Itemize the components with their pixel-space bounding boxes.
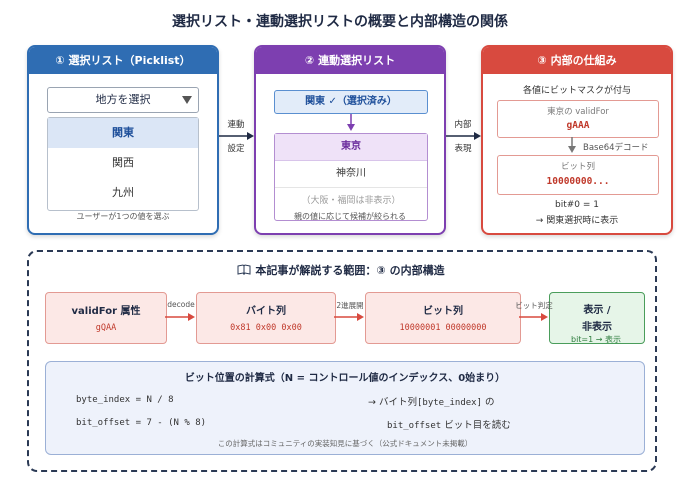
formula-note-2-code: bit_offset <box>387 421 442 431</box>
flow-validfor-box: validFor 属性 gQAA <box>45 292 167 344</box>
scope-title-text: 本記事が解説する範囲：③ の内部構造 <box>255 264 445 277</box>
connector-arrow-2 <box>446 132 481 140</box>
formula-note-1-prefix: → バイト列 <box>368 397 417 408</box>
region-select[interactable]: 地方を選択 <box>47 87 199 113</box>
picklist-panel-header: ① 選択リスト（Picklist） <box>29 47 217 74</box>
flow-display-title-2: 非表示 <box>582 322 612 333</box>
region-select-label: 地方を選択 <box>95 93 151 106</box>
flow-validfor-value: gQAA <box>95 323 117 333</box>
formula-note-1: → バイト列[byte_index] の <box>368 394 495 408</box>
flow-arrow-1 <box>165 313 195 321</box>
flow-arrow-2 <box>334 313 364 321</box>
bitmask-intro: 各値にビットマスクが付与 <box>522 86 631 96</box>
formula-byte-index: byte_index = N / 8 <box>76 395 174 405</box>
child-option-kanagawa[interactable]: 神奈川 <box>275 161 427 188</box>
flow-label-decode: decode <box>167 300 195 309</box>
down-arrow-icon <box>347 114 355 131</box>
child-hidden-note: （大阪・福岡は非表示） <box>301 196 401 206</box>
dependent-picklist-panel: ② 連動選択リスト 関東 ✓（選択済み） 東京 神奈川 （大阪・福岡は非表示） … <box>254 45 446 235</box>
flow-label-bitcheck: ビット判定 <box>515 301 553 310</box>
chevron-down-icon <box>182 96 192 104</box>
connector-label-2a: 内部 <box>454 120 472 130</box>
picklist-caption: ユーザーが1つの値を選ぶ <box>76 212 170 221</box>
flow-display-title-1: 表示 / <box>583 305 611 316</box>
picklist-option-kyushu[interactable]: 九州 <box>112 186 134 199</box>
flow-display-box: 表示 / 非表示 <box>549 292 645 344</box>
scope-title: 本記事が解説する範囲：③ の内部構造 <box>27 262 655 278</box>
page-title: 選択リスト・連動選択リストの概要と内部構造の関係 <box>172 14 508 30</box>
formula-box: ビット位置の計算式（N = コントロール値のインデックス、0始まり） byte_… <box>45 361 645 455</box>
bit-result-line1: bit#0 = 1 <box>555 200 599 210</box>
validfor-value: gAAA <box>566 120 590 131</box>
flow-bytes-box: バイト列 0x81 0x00 0x00 <box>196 292 336 344</box>
picklist-options: 関東 関西 九州 <box>47 117 199 211</box>
scope-section <box>27 250 657 472</box>
decode-label: Base64デコード <box>583 143 649 153</box>
connector-arrow-1 <box>219 132 254 140</box>
dependent-panel-header: ② 連動選択リスト <box>256 47 444 74</box>
bits-box: ビット列 10000000... <box>497 155 659 195</box>
internal-mechanism-panel: ③ 内部の仕組み 各値にビットマスクが付与 東京の validFor gAAA … <box>481 45 673 235</box>
validfor-label: 東京の validFor <box>547 107 609 117</box>
book-icon <box>237 264 251 276</box>
connector-label-1b: 設定 <box>227 144 245 154</box>
formula-note-1-suffix: の <box>482 397 495 408</box>
internal-panel-header: ③ 内部の仕組み <box>483 47 671 74</box>
formula-bit-offset: bit_offset = 7 - (N % 8) <box>76 418 207 428</box>
bit-result-line2: → 関東選択時に表示 <box>535 216 619 226</box>
flow-bytes-title: バイト列 <box>246 306 286 317</box>
formula-note-2: bit_offset ビット目を読む <box>387 417 511 431</box>
flow-label-binary: 2進展開 <box>336 301 364 310</box>
bits-label: ビット列 <box>560 162 595 172</box>
picklist-option-kansai[interactable]: 関西 <box>112 156 134 169</box>
picklist-panel: ① 選択リスト（Picklist） 地方を選択 関東 関西 九州 ユーザーが1つ… <box>27 45 219 235</box>
child-option-tokyo[interactable]: 東京 <box>275 134 427 161</box>
flow-validfor-title: validFor 属性 <box>71 306 141 317</box>
formula-title: ビット位置の計算式（N = コントロール値のインデックス、0始まり） <box>184 373 506 384</box>
flow-bits-box: ビット列 10000001 00000000 <box>365 292 521 344</box>
parent-selected-value[interactable]: 関東 ✓（選択済み） <box>274 90 428 114</box>
flow-bytes-value: 0x81 0x00 0x00 <box>230 323 302 333</box>
formula-note-1-code: [byte_index] <box>416 398 483 408</box>
dependent-caption: 親の値に応じて候補が絞られる <box>294 212 406 221</box>
decode-arrow-icon <box>568 137 576 153</box>
connector-label-1a: 連動 <box>227 120 245 130</box>
flow-arrow-3 <box>519 313 548 321</box>
formula-footnote: この計算式はコミュニティの実装知見に基づく（公式ドキュメント未掲載） <box>217 439 473 448</box>
validfor-box: 東京の validFor gAAA <box>497 100 659 138</box>
flow-display-note: bit=1 → 表示 <box>570 335 622 344</box>
connector-label-2b: 表現 <box>454 144 472 154</box>
flow-bits-value: 10000001 00000000 <box>399 323 487 333</box>
bits-value: 10000000... <box>546 176 610 187</box>
flow-bits-title: ビット列 <box>423 306 463 317</box>
child-options: 東京 神奈川 （大阪・福岡は非表示） <box>274 133 428 221</box>
picklist-option-kanto[interactable]: 関東 <box>48 118 198 148</box>
formula-note-2-suffix: ビット目を読む <box>441 420 511 431</box>
